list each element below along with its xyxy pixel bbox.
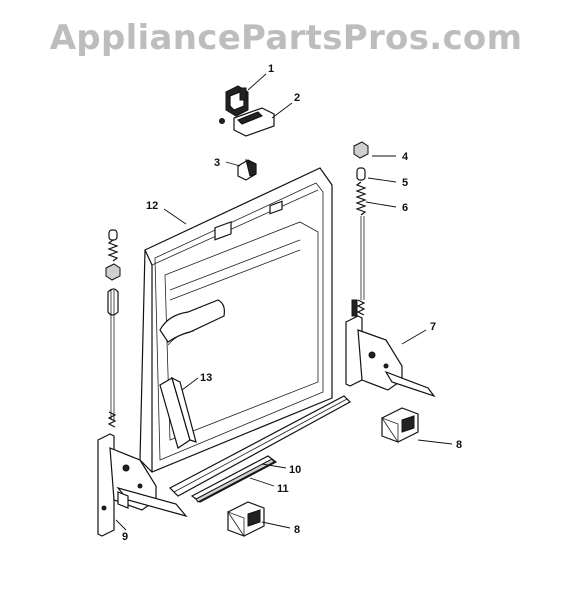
callout-10: 10 <box>289 464 301 476</box>
right-spring-assembly <box>353 141 369 316</box>
door-vent-block-upper <box>380 407 419 444</box>
callout-6: 6 <box>402 202 408 214</box>
callout-5: 5 <box>402 177 408 189</box>
callout-9: 9 <box>122 531 128 543</box>
callout-13: 13 <box>200 372 212 384</box>
door-latch <box>225 85 249 117</box>
callout-1: 1 <box>268 63 274 75</box>
callout-8-lower: 8 <box>294 524 300 536</box>
callout-4: 4 <box>402 151 409 163</box>
leader-lines <box>115 73 453 531</box>
latch-bracket <box>219 107 275 137</box>
door-panel <box>139 167 333 473</box>
callout-3: 3 <box>214 157 220 169</box>
callout-7: 7 <box>430 321 436 333</box>
callout-2: 2 <box>294 92 300 104</box>
door-clip <box>237 159 257 181</box>
door-gasket <box>190 455 278 503</box>
callout-12: 12 <box>146 200 158 212</box>
bottom-door-trim <box>169 395 351 497</box>
callout-11: 11 <box>277 483 289 495</box>
callout-labels: 1 2 3 4 5 6 7 8 8 9 10 11 12 13 <box>122 63 462 543</box>
door-vent-block-lower <box>226 501 265 538</box>
watermark-text: AppliancePartsPros.com <box>49 18 523 58</box>
left-hinge-bracket <box>97 433 188 537</box>
right-hinge-bracket <box>345 299 436 398</box>
callout-8-upper: 8 <box>456 439 462 451</box>
left-spring-assembly <box>105 229 121 428</box>
